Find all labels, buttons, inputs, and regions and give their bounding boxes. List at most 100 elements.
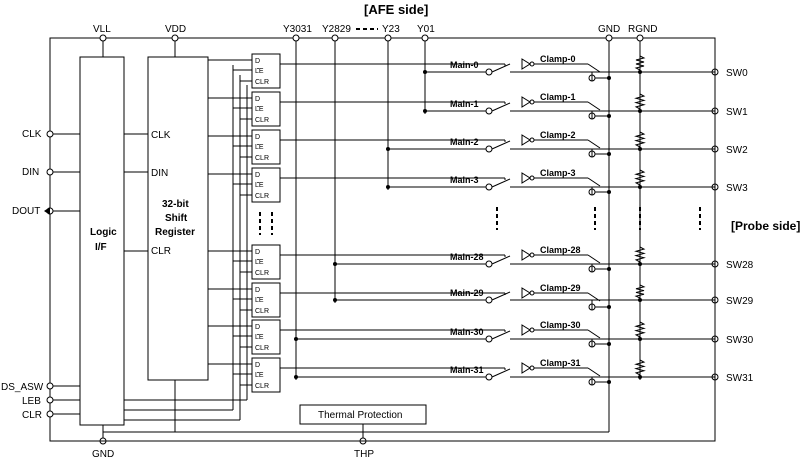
latch-d: D xyxy=(255,249,260,256)
sr-clr-label: CLR xyxy=(151,246,171,257)
logic-label: Logic xyxy=(90,227,117,238)
pin-gnd-top: GND xyxy=(598,24,620,35)
latch-le: LE xyxy=(255,182,264,189)
pin-clk: CLK xyxy=(22,129,42,140)
latch-d: D xyxy=(255,172,260,179)
pin-vdd: VDD xyxy=(165,24,186,35)
pin-gnd-bottom: GND xyxy=(92,449,114,459)
latch-d: D xyxy=(255,324,260,331)
sw-pin-label: SW0 xyxy=(726,68,748,79)
latch-5: D LE CLR xyxy=(208,282,281,318)
latch-1: D LE CLR xyxy=(208,91,281,127)
pin-leb: LEB xyxy=(22,396,41,407)
latch-le: LE xyxy=(255,372,264,379)
afe-side-label: [AFE side] xyxy=(364,2,428,17)
pin-y01: Y01 xyxy=(417,24,435,35)
latch-box xyxy=(251,91,281,127)
latch-d: D xyxy=(255,96,260,103)
latch-clr: CLR xyxy=(255,79,269,86)
latch-clr: CLR xyxy=(255,155,269,162)
latch-le: LE xyxy=(255,297,264,304)
latch-clr: CLR xyxy=(255,270,269,277)
pin-y3031: Y3031 xyxy=(283,24,312,35)
latch-2: D LE CLR xyxy=(208,129,281,165)
shift-line2: Shift xyxy=(165,213,188,224)
latch-box xyxy=(251,282,281,318)
sr-clk-label: CLK xyxy=(151,130,171,141)
sr-din-label: DIN xyxy=(151,168,168,179)
pin-dout: DOUT xyxy=(12,206,40,217)
clamp-switch-label: Clamp-30 xyxy=(540,320,581,330)
if-label: I/F xyxy=(95,242,107,253)
latch-box xyxy=(251,129,281,165)
pin-y2829: Y2829 xyxy=(322,24,351,35)
sw-pin-label: SW2 xyxy=(726,145,748,156)
pin-thp: THP xyxy=(354,449,374,459)
latch-3: D LE CLR xyxy=(208,167,281,203)
clamp-switch-label: Clamp-2 xyxy=(540,130,576,140)
latch-le: LE xyxy=(255,106,264,113)
latch-d: D xyxy=(255,134,260,141)
latch-clr: CLR xyxy=(255,117,269,124)
latch-d: D xyxy=(255,287,260,294)
logic-if-block xyxy=(79,56,125,426)
latch-6: D LE CLR xyxy=(208,319,281,355)
latch-le: LE xyxy=(255,144,264,151)
main-switch-label: Main-0 xyxy=(450,60,479,70)
latch-le: LE xyxy=(255,334,264,341)
latch-box xyxy=(251,319,281,355)
clamp-switch-label: Clamp-1 xyxy=(540,92,576,102)
latch-clr: CLR xyxy=(255,308,269,315)
main-switch-label: Main-28 xyxy=(450,252,484,262)
main-switch-label: Main-30 xyxy=(450,327,484,337)
latch-d: D xyxy=(255,362,260,369)
latch-clr: CLR xyxy=(255,193,269,200)
shift-register-block xyxy=(147,56,209,381)
pin-rgnd: RGND xyxy=(628,24,657,35)
sw-pin-label: SW30 xyxy=(726,335,754,346)
pin-vll: VLL xyxy=(93,24,111,35)
thermal-label: Thermal Protection xyxy=(318,410,402,421)
sw-pin-label: SW31 xyxy=(726,373,754,384)
main-switch-label: Main-31 xyxy=(450,365,484,375)
pin-ds-asw: DS_ASW xyxy=(1,382,44,393)
latch-le: LE xyxy=(255,68,264,75)
main-switch-label: Main-1 xyxy=(450,99,479,109)
sw-pin-label: SW28 xyxy=(726,260,754,271)
latch-column: D LE CLR D LE CLR D LE CLR D LE CLR D LE CLR D LE CLR D LE C… xyxy=(124,53,281,421)
clamp-switch-label: Clamp-28 xyxy=(540,245,581,255)
latch-7: D LE CLR xyxy=(208,357,281,393)
latch-clr: CLR xyxy=(255,383,269,390)
chip-outline xyxy=(49,37,716,442)
latch-box xyxy=(251,167,281,203)
sw-pin-label: SW1 xyxy=(726,107,748,118)
latch-box xyxy=(251,244,281,280)
pin-y23: Y23 xyxy=(382,24,400,35)
shift-line1: 32-bit xyxy=(162,199,189,210)
clamp-switch-label: Clamp-3 xyxy=(540,168,576,178)
main-switch-label: Main-3 xyxy=(450,175,479,185)
latch-d: D xyxy=(255,58,260,65)
probe-side-label: [Probe side] xyxy=(731,219,800,233)
shift-line3: Register xyxy=(155,227,195,238)
clamp-switch-label: Clamp-0 xyxy=(540,54,576,64)
pin-clr: CLR xyxy=(22,410,42,421)
main-switch-label: Main-29 xyxy=(450,288,484,298)
main-switch-label: Main-2 xyxy=(450,137,479,147)
latch-box xyxy=(251,53,281,89)
clamp-switch-label: Clamp-31 xyxy=(540,358,581,368)
sw-pin-label: SW3 xyxy=(726,183,748,194)
clamp-switch-label: Clamp-29 xyxy=(540,283,581,293)
latch-0: D LE CLR xyxy=(208,53,281,89)
latch-clr: CLR xyxy=(255,345,269,352)
channel-column: Main-0Clamp-0SW0Main-1Clamp-1SW1Main-2Cl… xyxy=(280,41,754,432)
